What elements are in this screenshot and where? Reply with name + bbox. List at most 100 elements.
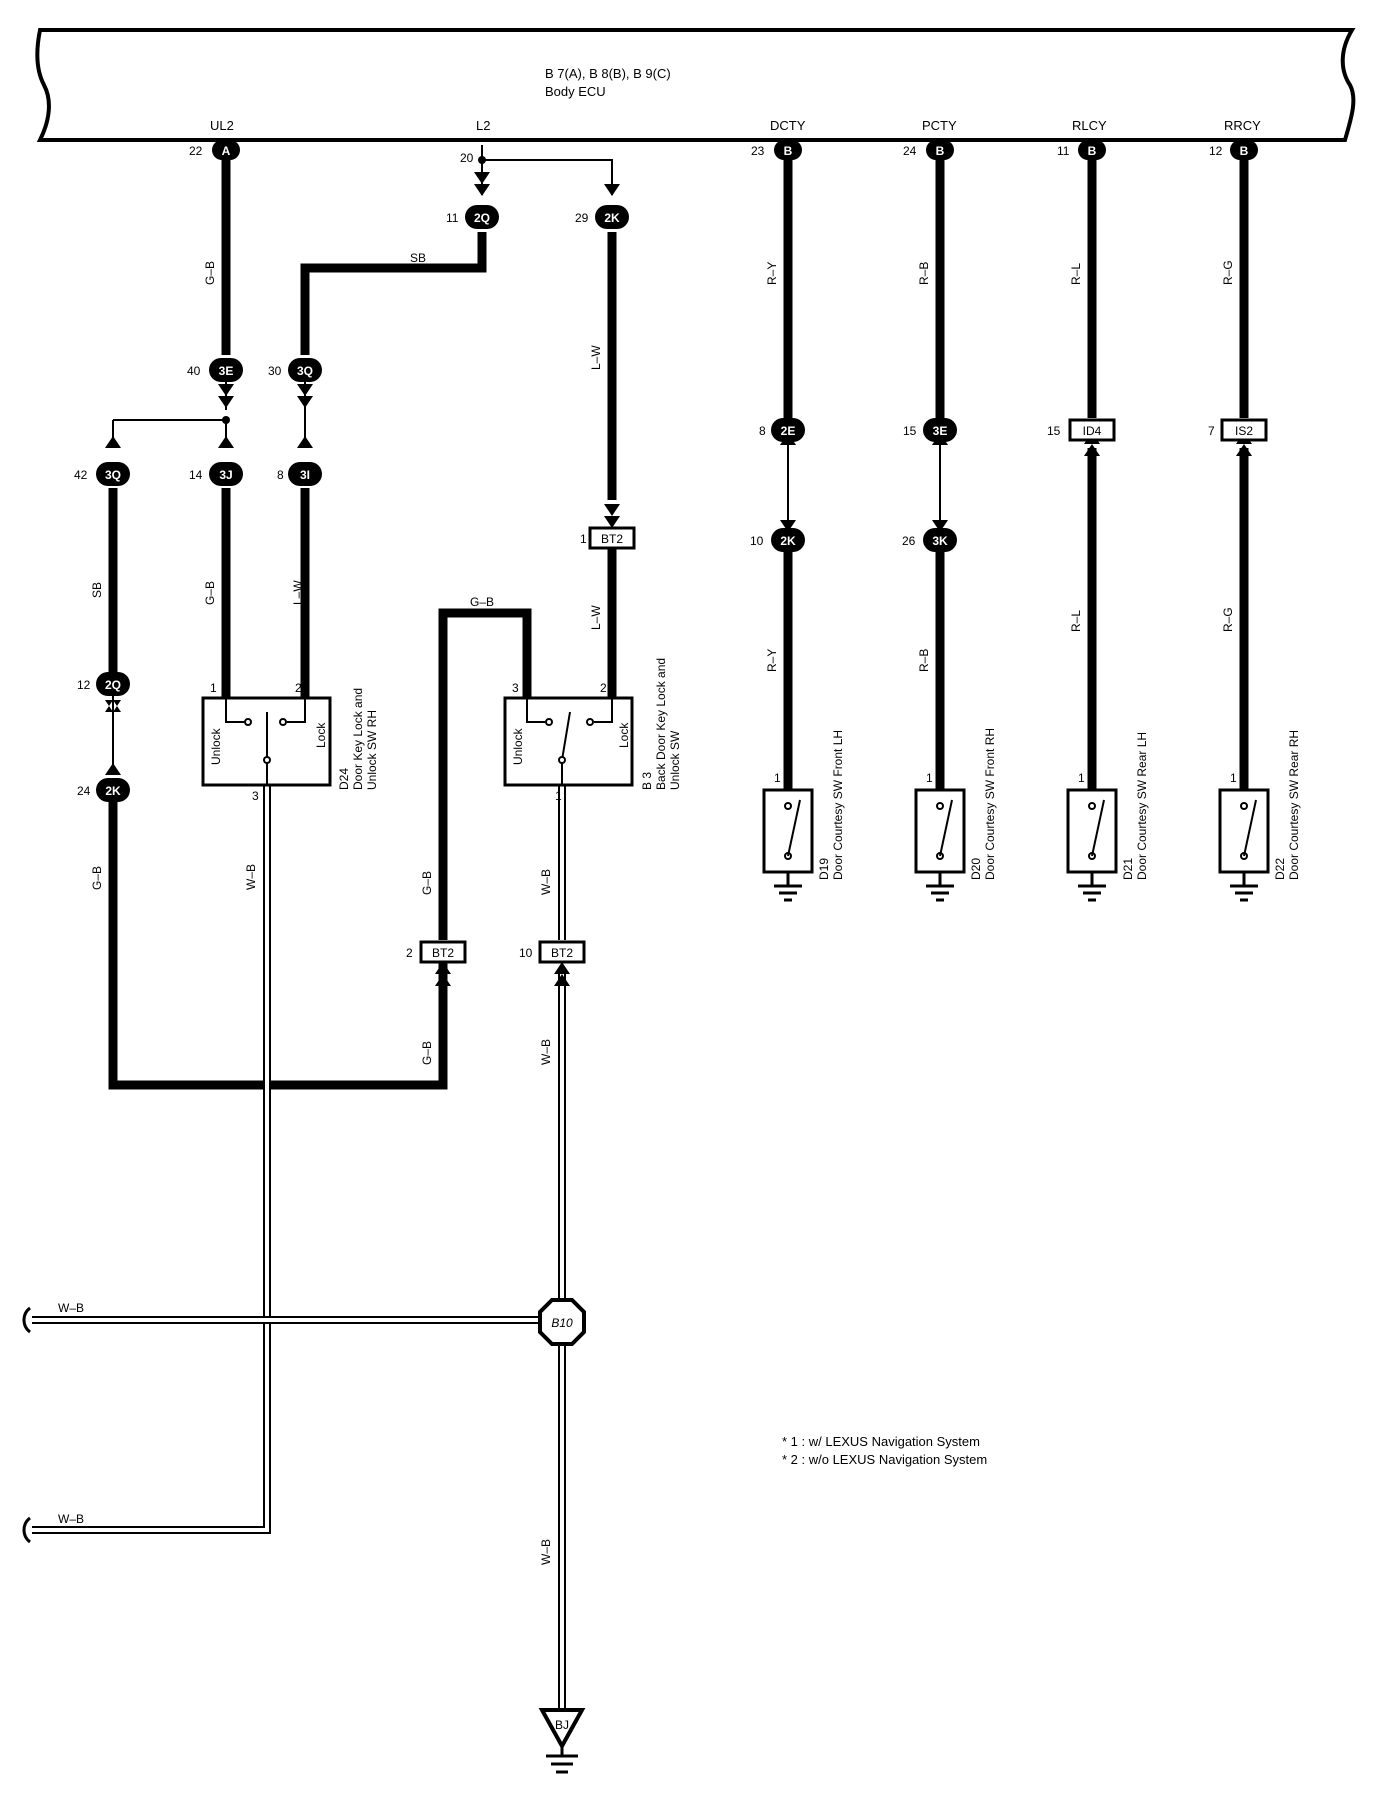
- d20-name: Door Courtesy SW Front RH: [983, 728, 997, 880]
- pin-24: 24: [903, 144, 917, 158]
- d24-lock-label: Lock: [314, 722, 328, 748]
- wire-label-wb: W–B: [244, 864, 258, 890]
- wire-label-rb: R–B: [917, 262, 931, 285]
- wire-label-gb-3: G–B: [470, 595, 494, 609]
- pin-30: 30: [268, 364, 282, 378]
- pin-2: 2: [406, 946, 413, 960]
- wire-label-rg-2: R–G: [1221, 607, 1235, 632]
- junction-b10: B10: [538, 1298, 586, 1346]
- connector-3q: 3Q: [297, 364, 313, 378]
- pin-10b: 10: [519, 946, 533, 960]
- wire-label-rb-2: R–B: [917, 649, 931, 672]
- pin-15b: 15: [1047, 424, 1061, 438]
- pin-23: 23: [751, 144, 765, 158]
- d24-terminal-2: 2: [295, 681, 302, 695]
- wire-label-lw-3: L–W: [589, 605, 603, 630]
- d21-id: D21: [1121, 858, 1135, 880]
- connector-3j: 3J: [219, 468, 232, 482]
- wire-label-gb-6: G–B: [420, 1041, 434, 1065]
- terminal-rlcy: RLCY: [1072, 118, 1107, 133]
- connector-bt2-1: BT2: [601, 532, 623, 546]
- note-1: * 1 : w/ LEXUS Navigation System: [782, 1434, 980, 1449]
- terminal-ul2: UL2: [210, 118, 234, 133]
- connector-2q: 2Q: [474, 211, 490, 225]
- d21-terminal: 1: [1078, 771, 1085, 785]
- connector-3i: 3I: [300, 468, 310, 482]
- d24-name-2: Unlock SW RH: [365, 710, 379, 790]
- terminal-dcty: DCTY: [770, 118, 806, 133]
- wire-label-ry-2: R–Y: [765, 649, 779, 672]
- d19-name: Door Courtesy SW Front LH: [831, 730, 845, 880]
- pin-20: 20: [460, 151, 474, 165]
- wire-label-wb-6: W–B: [539, 1539, 553, 1565]
- wire-group-wb: [22, 785, 566, 1715]
- wire-label-sb: SB: [410, 251, 426, 265]
- connector-b-dcty: B: [784, 144, 793, 158]
- pin-42: 42: [74, 468, 88, 482]
- wire-break-mark: [22, 1516, 32, 1544]
- b3-terminal-2: 2: [600, 681, 607, 695]
- d19-terminal: 1: [774, 771, 781, 785]
- wire-label-wb-4: W–B: [58, 1301, 84, 1315]
- b3-lock-label: Lock: [617, 722, 631, 748]
- pin-numbers: 22 20 23 24 11 12 11 29 40 30 42 14 8 1 …: [74, 144, 1223, 960]
- d22-name: Door Courtesy SW Rear RH: [1287, 730, 1301, 880]
- note-2: * 2 : w/o LEXUS Navigation System: [782, 1452, 987, 1467]
- connector-b-rlcy: B: [1088, 144, 1097, 158]
- wire-label-wb-2: W–B: [539, 869, 553, 895]
- pin-11: 11: [1057, 144, 1070, 158]
- pin-10: 10: [750, 534, 764, 548]
- connector-3q-2: 3Q: [105, 468, 121, 482]
- d24-terminal-3: 3: [252, 789, 259, 803]
- wire-label-lw-2: L–W: [291, 580, 305, 605]
- d24-id: D24: [337, 768, 351, 790]
- ecu-name-label: Body ECU: [545, 84, 606, 99]
- d22-id: D22: [1273, 858, 1287, 880]
- d24-name-1: Door Key Lock and: [351, 688, 365, 790]
- pin-24b: 24: [77, 784, 91, 798]
- wire-label-gb-5: G–B: [420, 871, 434, 895]
- wire-label-gb: G–B: [203, 261, 217, 285]
- b3-terminal-1: 1: [555, 789, 562, 803]
- wire-label-gb-2: G–B: [203, 581, 217, 605]
- wire-label-rl-2: R–L: [1069, 610, 1083, 632]
- terminal-pcty: PCTY: [922, 118, 957, 133]
- wire-label-rg: R–G: [1221, 260, 1235, 285]
- connector-bt2-10: BT2: [551, 946, 573, 960]
- switch-d22: 1 D22 Door Courtesy SW Rear RH: [1218, 730, 1301, 902]
- connector-is2: IS2: [1235, 424, 1253, 438]
- pin-14: 14: [189, 468, 203, 482]
- wire-label-lw: L–W: [589, 345, 603, 370]
- connector-id4: ID4: [1083, 424, 1102, 438]
- terminal-rrcy: RRCY: [1224, 118, 1261, 133]
- b3-unlock-label: Unlock: [511, 727, 525, 765]
- wire-group-courtesy: [783, 152, 1249, 790]
- wire-label-rl: R–L: [1069, 263, 1083, 285]
- wire-labels: G–B SB L–W SB G–B L–W G–B L–W G–B W–B G–…: [58, 251, 1235, 1565]
- wire-label-wb-3: W–B: [539, 1039, 553, 1065]
- wire-label-gb-4: G–B: [90, 866, 104, 890]
- wire-group-l2: [300, 145, 617, 940]
- switch-d20: 1 D20 Door Courtesy SW Front RH: [914, 728, 997, 902]
- pin-1: 1: [580, 532, 587, 546]
- rect-connectors: BT2 ID4 IS2 BT2 BT2: [419, 418, 1268, 964]
- pin-29: 29: [575, 211, 589, 225]
- wire-label-ry: R–Y: [765, 262, 779, 285]
- connector-2k-2: 2K: [780, 534, 796, 548]
- connector-b-rrcy: B: [1240, 144, 1249, 158]
- ground-bj-label: BJ: [555, 1718, 569, 1732]
- pin-26: 26: [902, 534, 916, 548]
- connector-ovals: A B B B B 2Q 2K 3E 3Q 3Q 3J 3I 2E 3E 2K …: [96, 140, 1258, 802]
- d20-id: D20: [969, 858, 983, 880]
- connector-2k: 2K: [604, 211, 620, 225]
- b3-name-1: Back Door Key Lock and: [654, 658, 668, 790]
- d21-name: Door Courtesy SW Rear LH: [1135, 732, 1149, 880]
- wire-group-ul2: [108, 150, 448, 1090]
- b3-id: B 3: [640, 772, 654, 790]
- d22-terminal: 1: [1230, 771, 1237, 785]
- connector-3e-2: 3E: [933, 424, 948, 438]
- footnotes: * 1 : w/ LEXUS Navigation System * 2 : w…: [782, 1434, 987, 1467]
- switch-b3: Unlock Lock 3 2 1 B 3 Back Door Key Lock…: [503, 658, 682, 803]
- switch-d24: Unlock Lock 1 2 3 D24 Door Key Lock and …: [201, 681, 379, 803]
